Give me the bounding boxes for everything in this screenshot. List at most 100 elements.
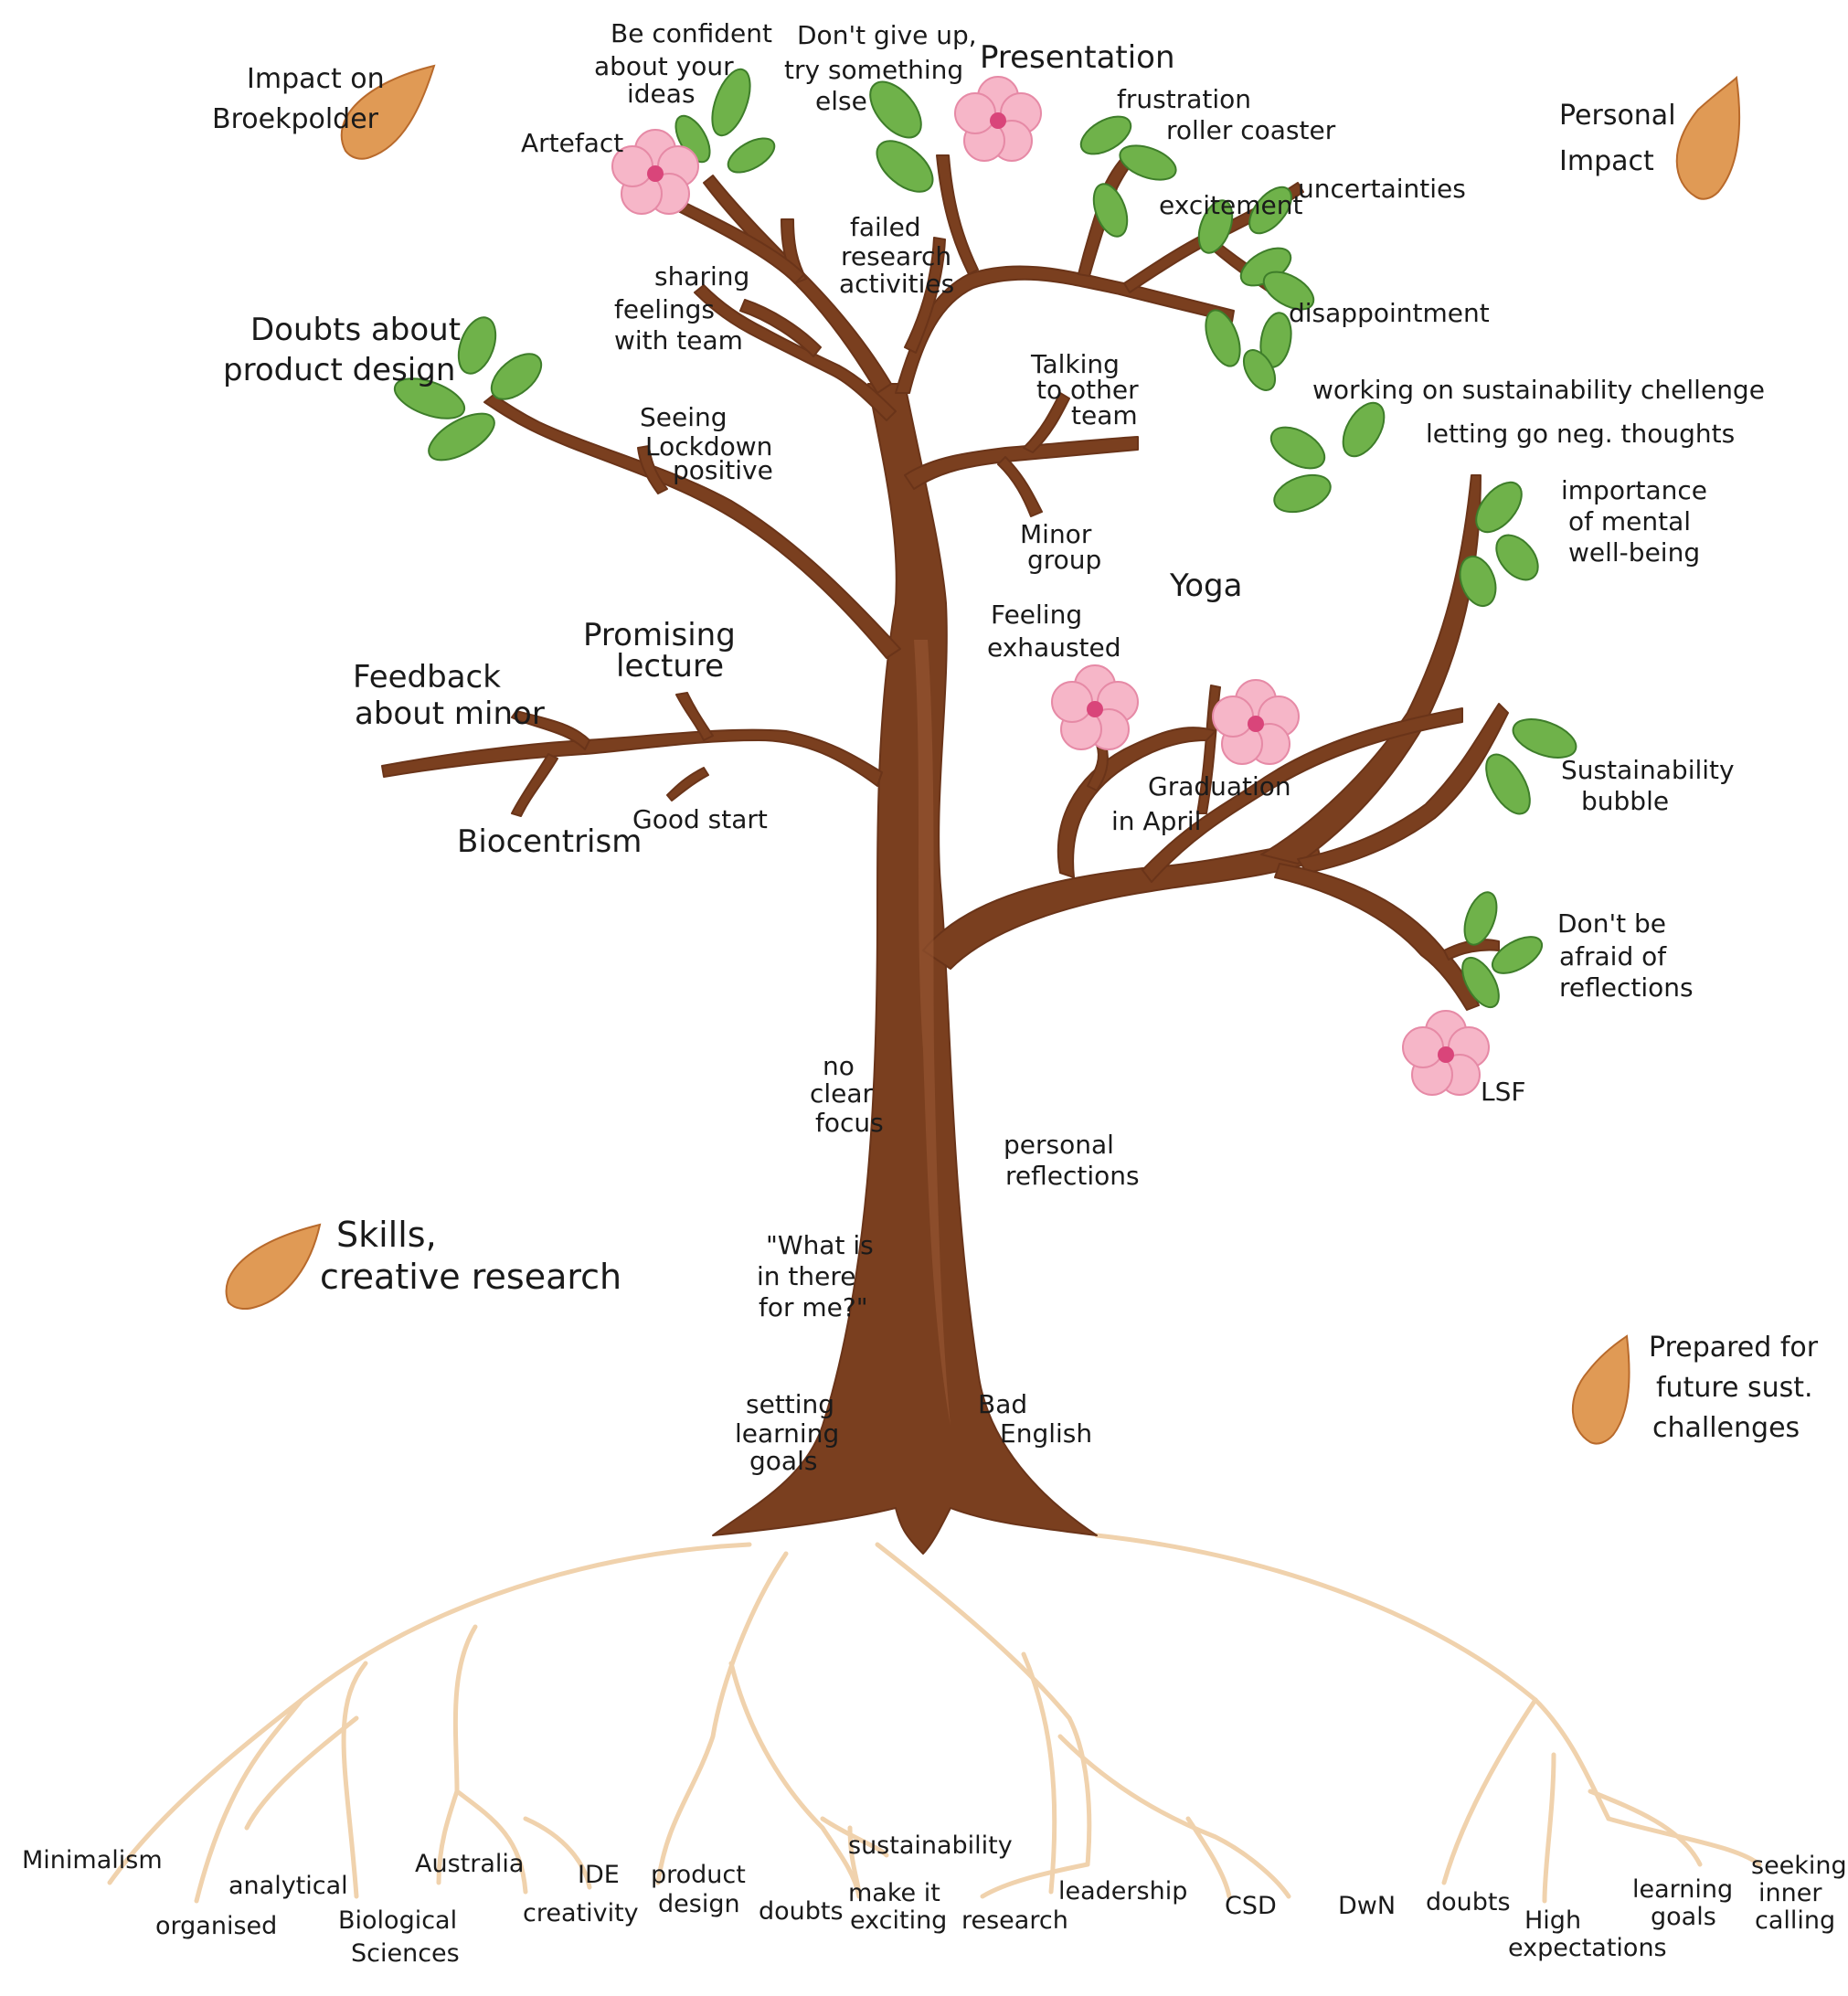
root-label-make-exciting-2: exciting	[850, 1906, 947, 1935]
seed-icon-mid-left	[225, 1223, 322, 1311]
root-labels: Minimalism analytical Australia IDE prod…	[22, 1831, 1847, 1968]
label-no-focus-2: clear	[810, 1078, 874, 1109]
root-label-learning-goals-1: learning	[1632, 1875, 1733, 1904]
label-dont-afraid-3: reflections	[1559, 972, 1694, 1003]
label-dont-give-up-3: else	[815, 86, 867, 116]
label-dont-give-up-1: Don't give up,	[797, 20, 977, 50]
root-label-australia: Australia	[415, 1850, 524, 1878]
label-setting-goals-3: goals	[749, 1446, 817, 1476]
leaf-8	[1092, 183, 1129, 238]
root-label-product-design-1: product	[651, 1861, 746, 1889]
root-label-minimalism: Minimalism	[22, 1846, 163, 1874]
label-importance-1: importance	[1561, 475, 1707, 505]
label-excitement: excitement	[1159, 190, 1302, 220]
leaf-26	[1512, 718, 1577, 759]
label-no-focus-3: focus	[815, 1108, 884, 1138]
root-label-doubts-2: doubts	[1426, 1888, 1511, 1916]
seed-labels: Impact on Broekpolder Personal Impact Sk…	[212, 63, 1819, 1444]
leaf-24	[1495, 534, 1539, 581]
seed-label-top-right-2: Impact	[1559, 145, 1654, 177]
root-label-organised: organised	[155, 1912, 277, 1940]
label-doubts-product-1: Doubts about	[250, 312, 461, 348]
label-graduation-2: in April	[1111, 806, 1201, 836]
seed-icon-top-right	[1675, 75, 1741, 200]
trunk-highlight	[914, 640, 951, 1426]
label-importance-2: of mental	[1568, 506, 1691, 536]
label-personal-refl-2: reflections	[1005, 1161, 1140, 1191]
leaf-9	[1197, 199, 1234, 254]
root-label-learning-goals-2: goals	[1651, 1903, 1716, 1931]
label-sharing-3: with team	[614, 325, 743, 356]
leaf-7	[1119, 144, 1177, 181]
label-no-focus-1: no	[823, 1051, 855, 1081]
label-lockdown-2: Lockdown	[645, 431, 772, 462]
label-disappointment: disappointment	[1289, 298, 1490, 328]
leaf-3	[727, 137, 776, 174]
label-dont-afraid-2: afraid of	[1559, 941, 1667, 971]
seed-label-top-right-1: Personal	[1559, 100, 1676, 132]
label-setting-goals-1: setting	[746, 1389, 834, 1419]
label-promising-2: lecture	[616, 648, 724, 685]
label-be-confident-3: ideas	[627, 79, 696, 109]
label-exhausted-2: exhausted	[987, 632, 1121, 663]
leaf-2	[711, 68, 751, 137]
leaf-5	[876, 140, 934, 193]
label-biocentrism: Biocentrism	[457, 823, 642, 860]
seed-label-top-left-2: Broekpolder	[212, 103, 379, 135]
label-failed-3: activities	[839, 269, 954, 299]
seed-icon-bottom-right	[1571, 1334, 1630, 1445]
label-artefact: Artefact	[521, 128, 623, 158]
seed-icon-top-left	[340, 64, 436, 160]
root-label-bio-sci-1: Biological	[338, 1906, 457, 1935]
label-talking-3: team	[1071, 400, 1138, 430]
label-bad-english-1: Bad	[978, 1389, 1027, 1419]
seed-label-bottom-right-2: future sust.	[1656, 1372, 1813, 1404]
label-personal-refl-1: personal	[1004, 1130, 1114, 1160]
root-label-product-design-2: design	[658, 1890, 740, 1918]
label-what-is-3: for me?"	[759, 1292, 868, 1322]
root-label-research: research	[961, 1906, 1068, 1935]
leaf-27	[1485, 753, 1531, 815]
seed-label-mid-left-1: Skills,	[336, 1215, 437, 1255]
label-presentation: Presentation	[980, 39, 1175, 76]
label-working-sust: working on sustainability chellenge	[1312, 375, 1765, 405]
root-label-high-exp-2: expectations	[1508, 1934, 1667, 1962]
root-label-make-exciting-1: make it	[848, 1879, 940, 1907]
label-failed-2: research	[841, 241, 951, 271]
root-label-analytical: analytical	[228, 1872, 348, 1900]
label-promising-1: Promising	[583, 617, 736, 653]
label-importance-3: well-being	[1568, 537, 1700, 568]
seed-label-top-left-1: Impact on	[247, 63, 385, 95]
leaf-18	[393, 377, 466, 419]
leaf-6	[1079, 115, 1132, 155]
leaf-15	[1242, 349, 1277, 391]
label-sust-bubble-1: Sustainability	[1561, 755, 1735, 785]
label-dont-give-up-2: try something	[784, 55, 963, 85]
leaf-29	[1491, 936, 1544, 974]
leaf-19	[428, 412, 495, 462]
label-bad-english-2: English	[1000, 1418, 1092, 1449]
label-be-confident-1: Be confident	[611, 18, 772, 48]
label-setting-goals-2: learning	[735, 1418, 839, 1449]
seeds	[225, 64, 1741, 1445]
branch-labels: Be confident about your ideas Don't give…	[223, 18, 1765, 1476]
seed-label-mid-left-2: creative research	[320, 1257, 621, 1297]
roots	[107, 1533, 1762, 1904]
leaf-20	[1269, 426, 1326, 470]
label-frustration: frustration	[1117, 84, 1251, 114]
label-lockdown-1: Seeing	[640, 402, 728, 432]
root-label-dwn: DwN	[1338, 1892, 1396, 1920]
label-exhausted-1: Feeling	[991, 600, 1082, 630]
label-feedback-2: about minor	[355, 695, 545, 732]
label-minor-group-1: Minor	[1020, 519, 1092, 549]
leaf-30	[1461, 956, 1500, 1009]
label-be-confident-2: about your	[594, 51, 734, 81]
label-letting-go: letting go neg. thoughts	[1426, 419, 1735, 449]
root-label-ide: IDE	[578, 1861, 620, 1889]
leaf-16	[457, 316, 497, 375]
leaf-12	[1262, 271, 1315, 311]
leaf-25	[1459, 555, 1497, 608]
label-failed-1: failed	[850, 212, 921, 242]
label-doubts-product-2: product design	[223, 352, 455, 388]
